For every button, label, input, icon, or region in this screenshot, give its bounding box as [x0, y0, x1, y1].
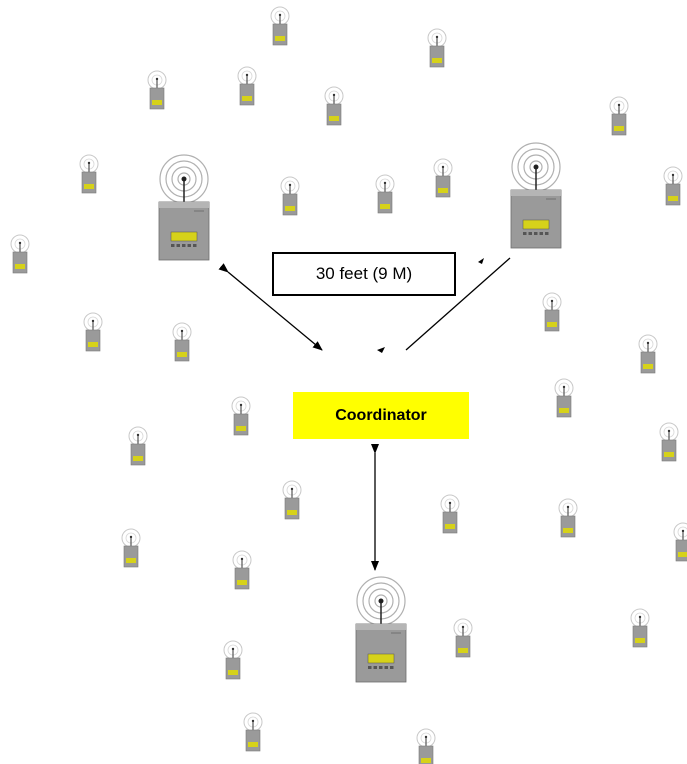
coordinator-label: Coordinator — [335, 406, 427, 424]
coordinator-box: Coordinator — [293, 392, 469, 439]
sensor-node-icon — [79, 154, 99, 194]
sensor-node-icon — [147, 70, 167, 110]
sensor-node-icon — [558, 498, 578, 538]
sensor-node-icon — [280, 176, 300, 216]
small-devices — [10, 6, 687, 764]
sensor-node-icon — [427, 28, 447, 68]
arrow-right-router — [405, 257, 511, 351]
sensor-node-icon — [128, 426, 148, 466]
sensor-node-icon — [659, 422, 679, 462]
sensor-node-icon — [630, 608, 650, 648]
sensor-node-icon — [83, 312, 103, 352]
sensor-node-icon — [554, 378, 574, 418]
sensor-node-icon — [663, 166, 683, 206]
sensor-node-icon — [223, 640, 243, 680]
sensor-node-icon — [237, 66, 257, 106]
arrow-tick-center — [377, 347, 385, 353]
sensor-node-icon — [453, 618, 473, 658]
router-device-icon — [158, 154, 210, 261]
sensor-node-icon — [121, 528, 141, 568]
sensor-node-icon — [433, 158, 453, 198]
distance-label: 30 feet (9 M) — [315, 264, 413, 283]
sensor-node-icon — [375, 174, 395, 214]
sensor-node-icon — [232, 550, 252, 590]
distance-label-box: 30 feet (9 M) — [272, 252, 456, 296]
sensor-node-icon — [673, 522, 687, 562]
router-device-icon — [510, 142, 562, 249]
sensor-node-icon — [609, 96, 629, 136]
sensor-node-icon — [172, 322, 192, 362]
sensor-node-icon — [270, 6, 290, 46]
sensor-node-icon — [324, 86, 344, 126]
sensor-node-icon — [440, 494, 460, 534]
sensor-node-icon — [282, 480, 302, 520]
sensor-node-icon — [10, 234, 30, 274]
router-devices — [158, 142, 562, 683]
sensor-node-icon — [243, 712, 263, 752]
router-device-icon — [355, 576, 407, 683]
sensor-node-icon — [542, 292, 562, 332]
arrow-tick-right — [478, 258, 484, 264]
sensor-node-icon — [638, 334, 658, 374]
sensor-node-icon — [231, 396, 251, 436]
sensor-node-icon — [416, 728, 436, 764]
arrow-left-router — [218, 263, 323, 351]
